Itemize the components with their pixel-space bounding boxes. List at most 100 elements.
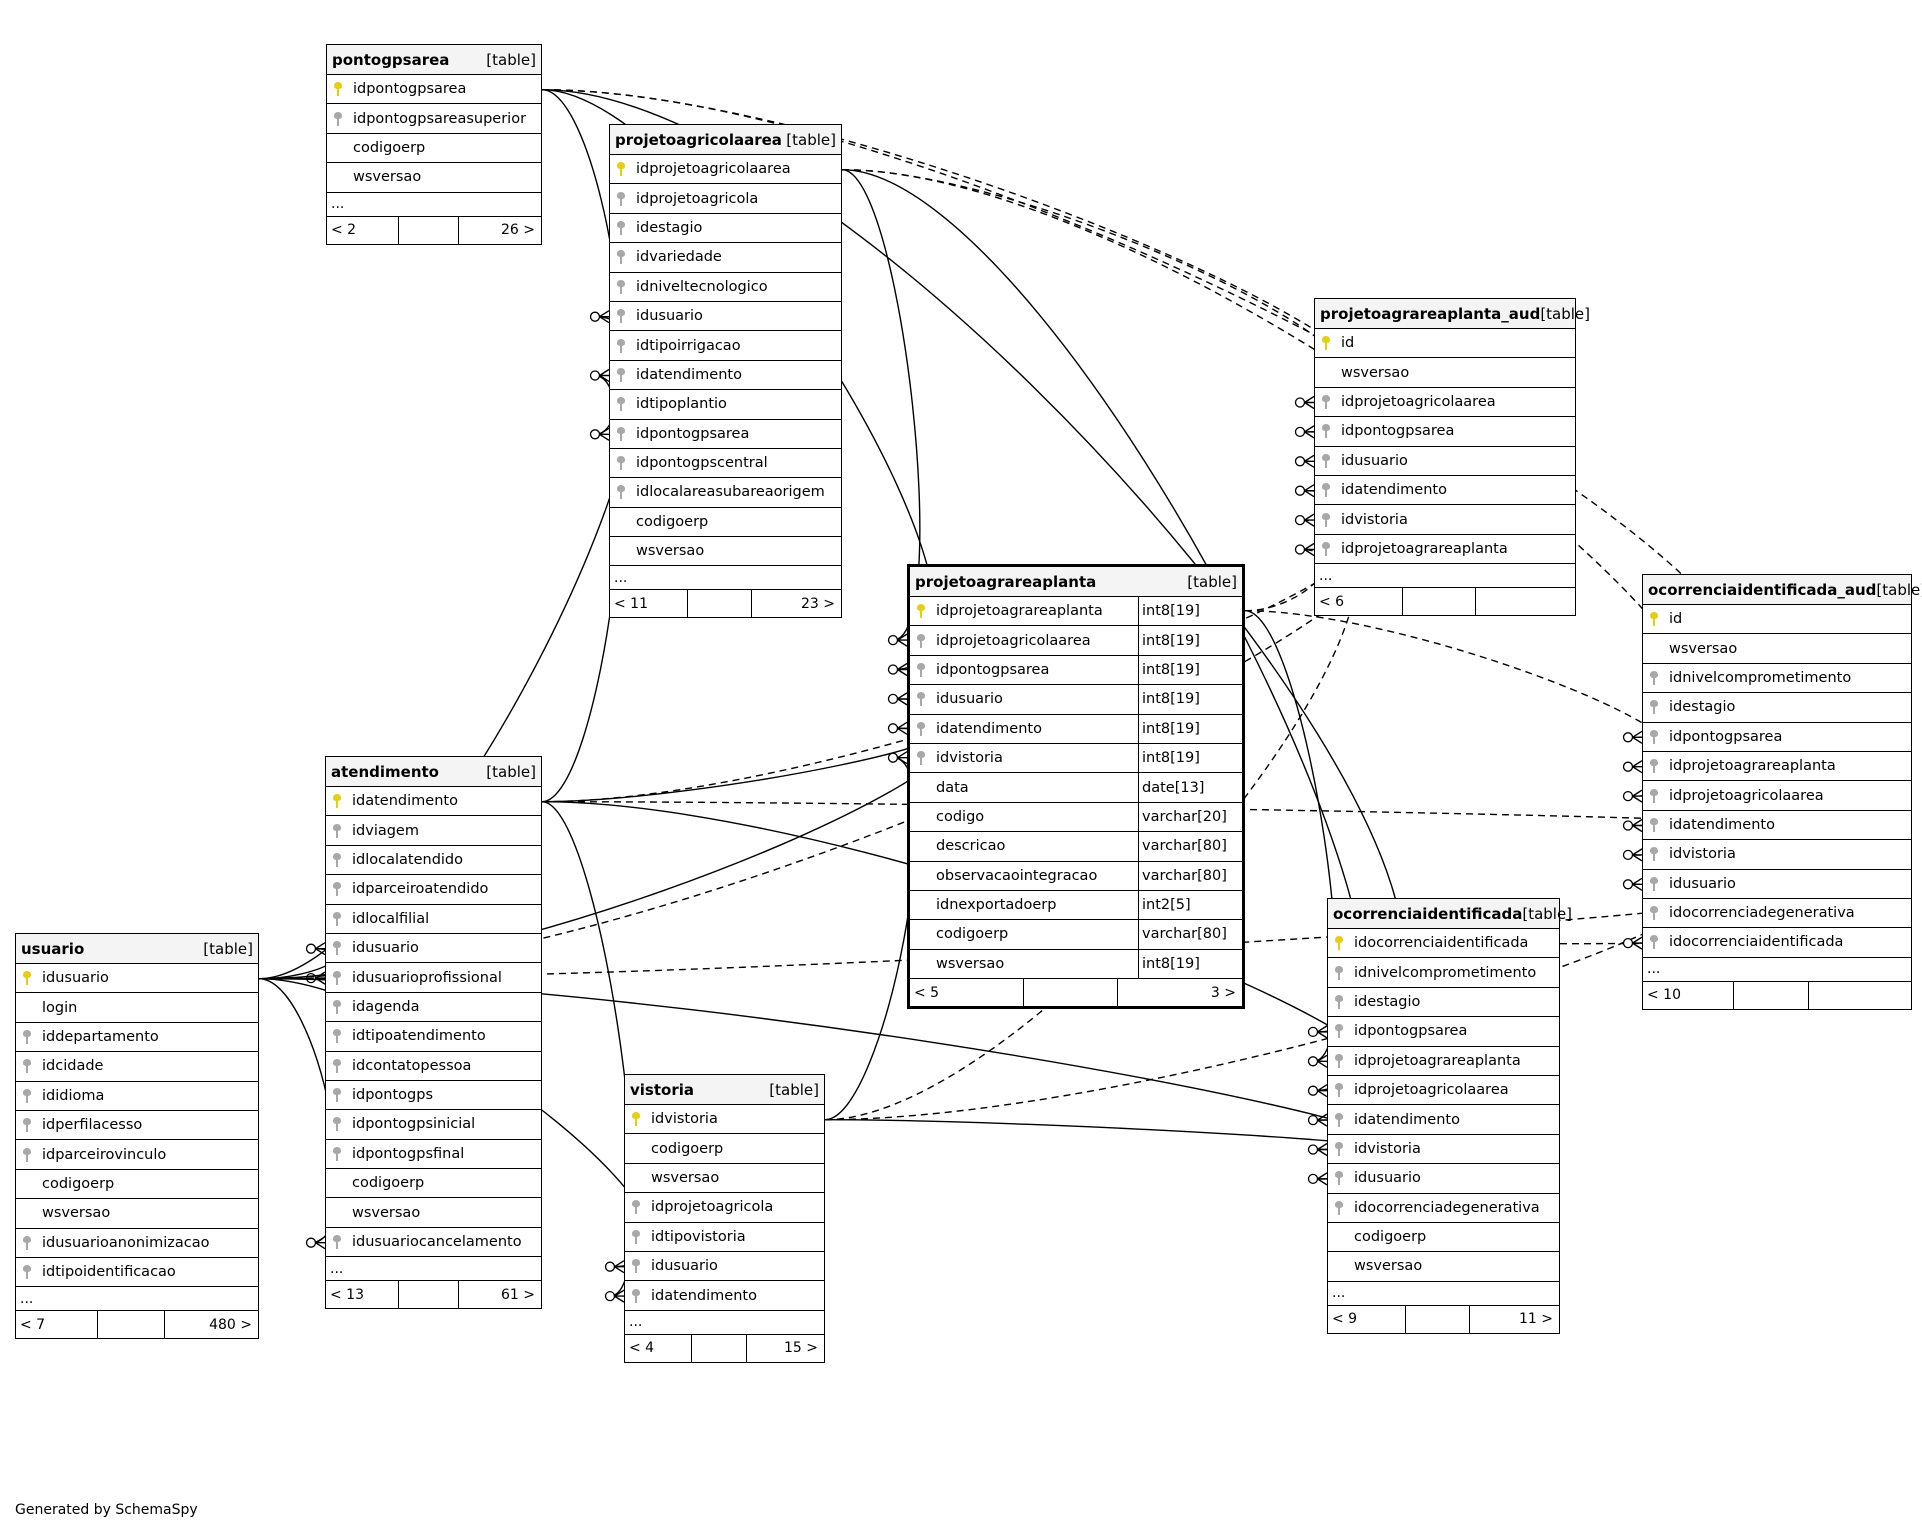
column-row[interactable]: idpontogps xyxy=(326,1081,541,1111)
child-count[interactable]: 480 > xyxy=(209,1316,252,1333)
column-row[interactable]: wsversao xyxy=(16,1199,258,1229)
column-row[interactable]: login xyxy=(16,993,258,1023)
column-row[interactable]: wsversao xyxy=(625,1164,824,1194)
table-name[interactable]: ocorrenciaidentificada xyxy=(1333,904,1523,923)
column-row[interactable]: wsversao xyxy=(610,537,841,567)
column-row[interactable]: iddepartamento xyxy=(16,1023,258,1053)
child-count[interactable]: 26 > xyxy=(501,222,535,239)
table-name[interactable]: pontogpsarea xyxy=(332,50,450,69)
parent-count[interactable]: < 6 xyxy=(1315,588,1403,616)
column-row[interactable]: idparceirovinculo xyxy=(16,1140,258,1170)
column-row[interactable]: idvistoria xyxy=(625,1105,824,1135)
column-row[interactable]: idatendimento xyxy=(1328,1105,1559,1135)
table-name[interactable]: ocorrenciaidentificada_aud xyxy=(1648,580,1877,599)
column-row[interactable]: idtipoirrigacao xyxy=(610,331,841,361)
column-row[interactable]: idocorrenciaidentificada xyxy=(1643,928,1911,958)
column-row[interactable]: idlocalareasubareaorigem xyxy=(610,478,841,508)
child-count[interactable]: 11 > xyxy=(1519,1311,1553,1328)
column-row[interactable]: idocorrenciadegenerativa xyxy=(1328,1194,1559,1223)
column-row[interactable]: idusuario xyxy=(610,302,841,332)
column-row[interactable]: idcontatopessoa xyxy=(326,1052,541,1081)
column-row[interactable]: idusuarioprofissional xyxy=(326,963,541,993)
column-row[interactable]: idparceiroatendido xyxy=(326,875,541,905)
column-row[interactable]: idusuario xyxy=(625,1252,824,1282)
table-name[interactable]: vistoria xyxy=(630,1080,694,1099)
column-row[interactable]: idprojetoagricolaarea xyxy=(1328,1076,1559,1106)
column-row[interactable]: idprojetoagrareaplanta xyxy=(1328,1047,1559,1076)
column-row[interactable]: idusuario xyxy=(1315,447,1575,476)
column-row[interactable]: idlocalatendido xyxy=(326,846,541,876)
parent-count[interactable]: < 4 xyxy=(625,1334,692,1362)
child-count[interactable]: 3 > xyxy=(1210,984,1236,1001)
child-count[interactable]: 61 > xyxy=(501,1286,535,1303)
column-row[interactable]: idtipovistoria xyxy=(625,1223,824,1252)
column-row[interactable]: idviagem xyxy=(326,816,541,846)
child-count[interactable] xyxy=(1476,588,1575,615)
table-projetoagrareaplanta[interactable]: projetoagrareaplanta[table]idprojetoagra… xyxy=(907,564,1245,1010)
table-ocorrenciaidentificada[interactable]: ocorrenciaidentificada[table]idocorrenci… xyxy=(1327,898,1572,1334)
column-row[interactable]: idvistoria xyxy=(1315,505,1575,535)
table-projetoagricolaarea[interactable]: projetoagricolaarea[table]idprojetoagric… xyxy=(609,124,842,619)
column-row[interactable]: idlocalfilial xyxy=(326,905,541,934)
column-row[interactable]: ididioma xyxy=(16,1082,258,1111)
column-row[interactable]: idprojetoagrareaplanta xyxy=(1643,752,1911,782)
column-row[interactable]: idusuario xyxy=(326,934,541,964)
column-row[interactable]: idatendimento xyxy=(1643,811,1911,841)
column-row[interactable]: idprojetoagricolaarea xyxy=(610,155,841,185)
parent-count[interactable]: < 7 xyxy=(16,1311,98,1339)
parent-count[interactable]: < 13 xyxy=(326,1281,399,1309)
column-row[interactable]: idusuario xyxy=(1643,870,1911,899)
table-name[interactable]: projetoagrareaplanta xyxy=(915,572,1097,591)
column-row[interactable]: idprojetoagricolaarea xyxy=(1643,781,1911,811)
column-row[interactable]: idpontogpsarea xyxy=(610,420,841,449)
column-row[interactable]: idocorrenciadegenerativa xyxy=(1643,899,1911,929)
column-row[interactable]: wsversao xyxy=(1643,634,1911,664)
column-row[interactable]: idvistoria xyxy=(1643,840,1911,870)
column-row[interactable]: wsversao xyxy=(327,163,541,193)
parent-count[interactable]: < 10 xyxy=(1643,981,1734,1009)
column-row[interactable]: id xyxy=(1315,329,1575,359)
column-row[interactable]: idestagio xyxy=(1328,988,1559,1018)
column-row[interactable]: codigoerp xyxy=(327,134,541,164)
column-row[interactable]: idnivelcomprometimento xyxy=(1643,664,1911,694)
column-row[interactable]: idocorrenciaidentificada xyxy=(1328,929,1559,959)
column-row[interactable]: codigoerp xyxy=(326,1169,541,1199)
column-row[interactable]: idatendimento xyxy=(625,1281,824,1311)
column-row[interactable]: idvistoria xyxy=(1328,1135,1559,1165)
column-row[interactable]: idtipoplantio xyxy=(610,390,841,420)
table-name[interactable]: atendimento xyxy=(331,762,439,781)
column-row[interactable]: idcidade xyxy=(16,1052,258,1082)
column-row[interactable]: idpontogpsfinal xyxy=(326,1140,541,1170)
parent-count[interactable]: < 9 xyxy=(1328,1305,1406,1333)
column-row[interactable]: idusuarioanonimizacao xyxy=(16,1229,258,1258)
child-count[interactable] xyxy=(1809,982,1911,1009)
column-row[interactable]: idpontogpsarea xyxy=(327,75,541,105)
table-name[interactable]: projetoagrareaplanta_aud xyxy=(1320,304,1541,323)
parent-count[interactable]: < 5 xyxy=(910,979,1024,1007)
column-row[interactable]: wsversao xyxy=(1315,358,1575,388)
column-row[interactable]: idperfilacesso xyxy=(16,1111,258,1141)
column-row[interactable]: idestagio xyxy=(1643,693,1911,723)
column-row[interactable]: idniveltecnologico xyxy=(610,273,841,302)
column-row[interactable]: idusuario xyxy=(16,964,258,994)
column-row[interactable]: idusuario xyxy=(1328,1164,1559,1194)
table-name[interactable]: projetoagricolaarea xyxy=(615,130,782,149)
column-row[interactable]: codigoerp xyxy=(16,1170,258,1200)
column-row[interactable]: idpontogpsareasuperior xyxy=(327,104,541,134)
column-row[interactable]: wsversao xyxy=(326,1198,541,1228)
table-name[interactable]: usuario xyxy=(21,939,85,958)
column-row[interactable]: idpontogpsinicial xyxy=(326,1110,541,1140)
column-row[interactable]: idprojetoagricola xyxy=(625,1193,824,1223)
